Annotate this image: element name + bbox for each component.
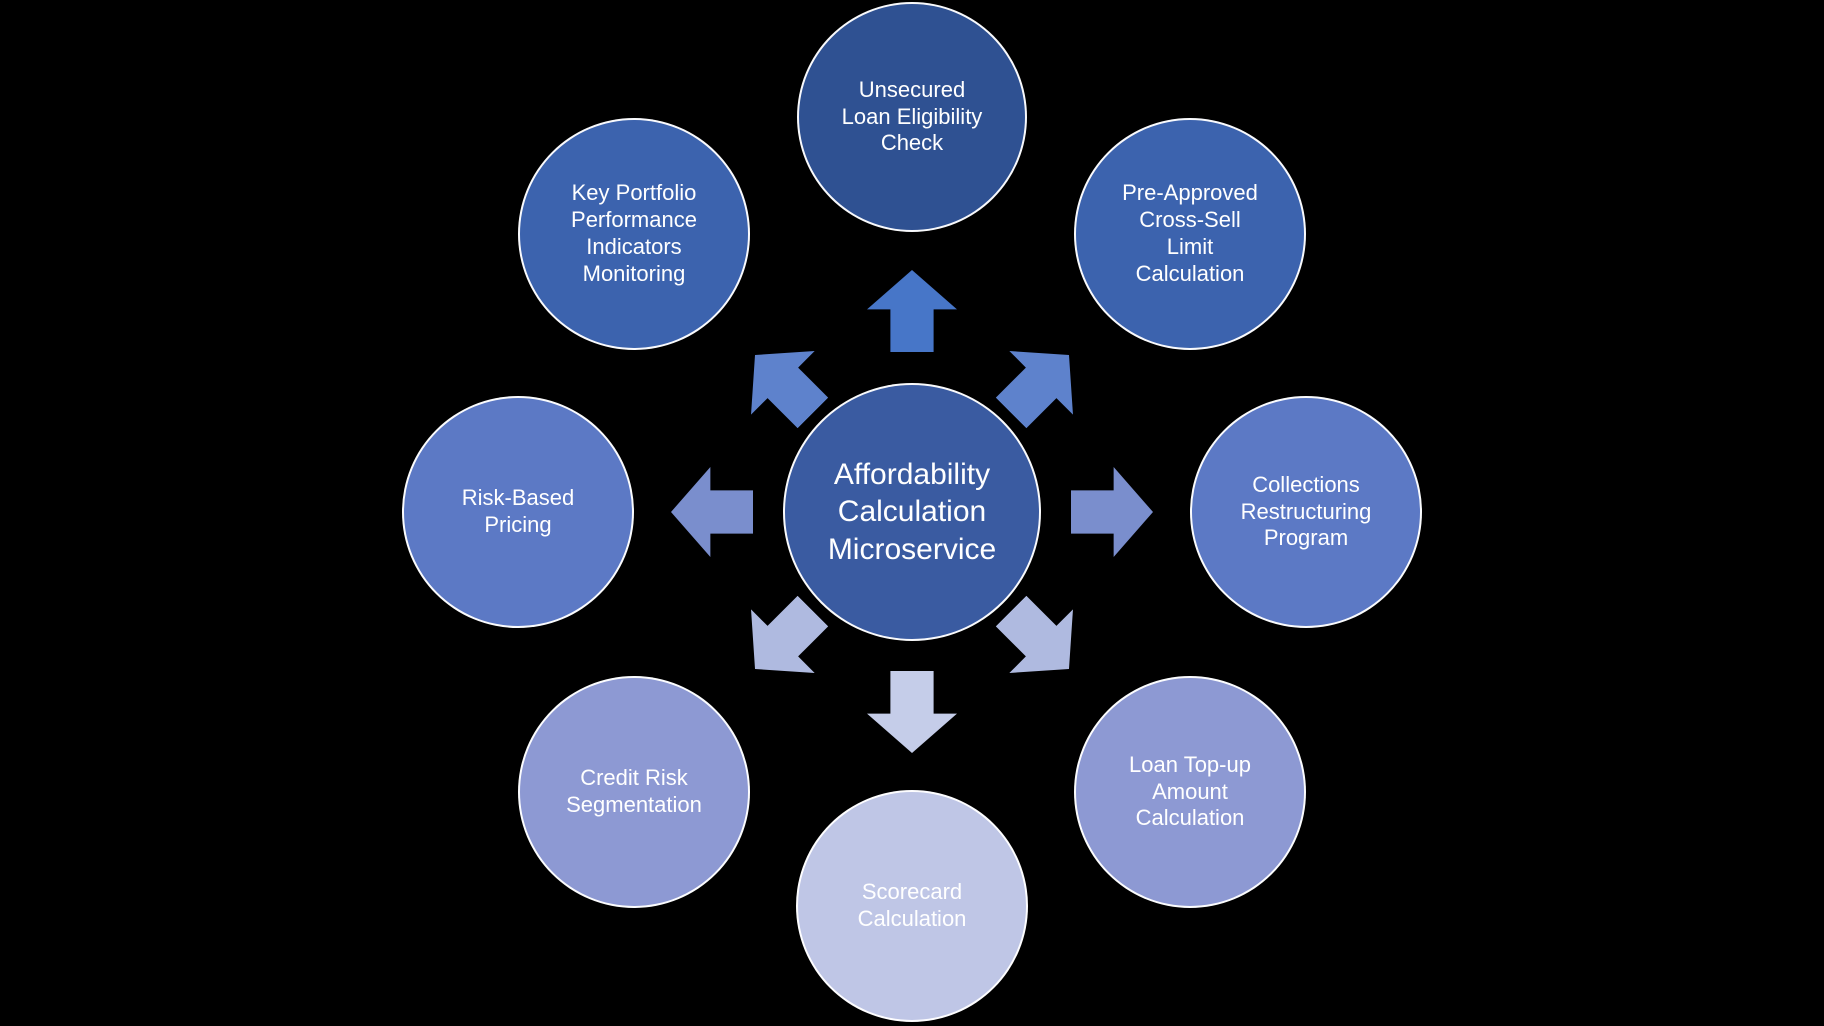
- node-credit-risk-segmentation: Credit Risk Segmentation: [518, 676, 750, 908]
- node-affordability-calculation-microservice: Affordability Calculation Microservice: [783, 383, 1041, 641]
- node-risk-based-pricing: Risk-Based Pricing: [402, 396, 634, 628]
- node-label: Credit Risk Segmentation: [566, 765, 702, 817]
- node-label: Key Portfolio Performance Indicators Mon…: [571, 180, 697, 286]
- node-label: Risk-Based Pricing: [461, 485, 575, 537]
- node-scorecard-calculation: Scorecard Calculation: [796, 790, 1028, 1022]
- node-key-portfolio-performance-indicators-monitoring: Key Portfolio Performance Indicators Mon…: [518, 118, 750, 350]
- node-collections-restructuring-program: Collections Restructuring Program: [1190, 396, 1422, 628]
- arrow-down-icon: [867, 671, 957, 753]
- node-loan-top-up-amount-calculation: Loan Top-up Amount Calculation: [1074, 676, 1306, 908]
- arrow-up-icon: [867, 270, 957, 352]
- node-label: Loan Top-up Amount Calculation: [1129, 751, 1251, 831]
- node-unsecured-loan-eligibility-check: Unsecured Loan Eligibility Check: [797, 2, 1027, 232]
- arrow-left-icon: [671, 467, 753, 557]
- node-pre-approved-cross-sell-limit-calculation: Pre-Approved Cross-Sell Limit Calculatio…: [1074, 118, 1306, 350]
- arrow-right-icon: [1071, 467, 1153, 557]
- center-node-label: Affordability Calculation Microservice: [827, 457, 997, 566]
- node-label: Collections Restructuring Program: [1240, 471, 1372, 551]
- node-label: Scorecard Calculation: [857, 879, 967, 931]
- node-label: Pre-Approved Cross-Sell Limit Calculatio…: [1122, 180, 1258, 286]
- node-label: Unsecured Loan Eligibility Check: [841, 76, 983, 156]
